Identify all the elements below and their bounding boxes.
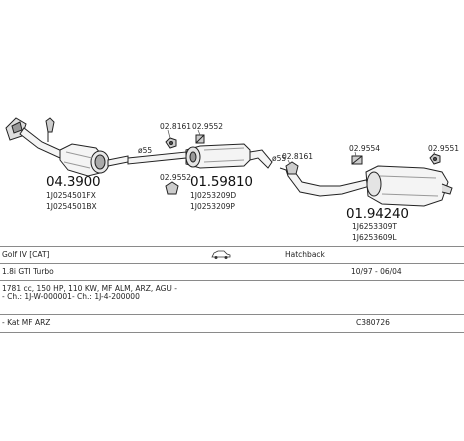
car-hatchback-icon bbox=[211, 250, 231, 259]
accessory-icon-6 bbox=[429, 153, 441, 165]
middle-silencer-number: 01.59810 bbox=[190, 174, 253, 190]
middle-silencer-oe-1: 1J0253209D bbox=[190, 191, 237, 200]
cat-label: - Kat MF ARZ bbox=[2, 318, 51, 327]
rear-silencer-oe-1: 1J6253309T bbox=[352, 222, 397, 231]
info-row-chassis: - Ch.: 1J-W-000001- Ch.: 1J-4-200000 bbox=[0, 292, 464, 314]
middle-silencer-oe-2: 1J0253209P bbox=[190, 202, 235, 211]
catalyst-oe-1: 1J0254501FX bbox=[46, 191, 96, 200]
info-row-specs: 1781 cc, 150 HP, 110 KW, MF ALM, ARZ, AG… bbox=[0, 280, 464, 298]
model-label: Golf IV [CAT] bbox=[2, 250, 50, 259]
accessory-code-6: 02.9551 bbox=[428, 144, 460, 153]
pipe-diameter-1: ø55 bbox=[138, 146, 153, 155]
middle-silencer-part bbox=[185, 143, 273, 169]
accessory-code-3: 02.9552 bbox=[160, 173, 192, 182]
exhaust-diagram: 04.3900 1J0254501FX 1J0254501BX 01.59810… bbox=[5, 117, 460, 242]
rear-silencer-part bbox=[365, 165, 453, 207]
accessory-icon-5 bbox=[351, 155, 363, 165]
years-label: 10/97 - 06/04 bbox=[351, 267, 402, 276]
pipe-diameter-2: ø55 bbox=[272, 154, 287, 163]
accessory-icon-4 bbox=[285, 161, 299, 175]
accessory-icon-3 bbox=[165, 181, 179, 195]
info-row-cat: - Kat MF ARZ C380726 bbox=[0, 314, 464, 332]
body-type-label: Hatchback bbox=[285, 250, 325, 259]
accessory-icon-1 bbox=[165, 137, 177, 149]
reference-code: C380726 bbox=[356, 318, 390, 327]
info-bottom-divider bbox=[0, 332, 464, 334]
catalyst-oe-2: 1J0254501BX bbox=[46, 202, 97, 211]
catalyst-part bbox=[5, 117, 129, 177]
rear-silencer-number: 01.94240 bbox=[346, 206, 409, 222]
rear-silencer-oe-2: 1J6253609L bbox=[352, 233, 397, 242]
info-row-model: Golf IV [CAT] Hatchback bbox=[0, 246, 464, 264]
accessory-code-2: 02.9552 bbox=[192, 122, 224, 131]
chassis-label: - Ch.: 1J-W-000001- Ch.: 1J-4-200000 bbox=[2, 292, 140, 301]
specs-label: 1781 cc, 150 HP, 110 KW, MF ALM, ARZ, AG… bbox=[2, 284, 178, 293]
accessory-code-5: 02.9554 bbox=[349, 144, 381, 153]
engine-label: 1.8i GTI Turbo bbox=[2, 267, 54, 276]
info-row-engine: 1.8i GTI Turbo 10/97 - 06/04 bbox=[0, 263, 464, 281]
catalyst-number: 04.3900 bbox=[46, 174, 101, 190]
accessory-icon-2 bbox=[195, 134, 205, 144]
accessory-code-1: 02.8161 bbox=[160, 122, 192, 131]
accessory-code-4: 02.8161 bbox=[282, 152, 314, 161]
